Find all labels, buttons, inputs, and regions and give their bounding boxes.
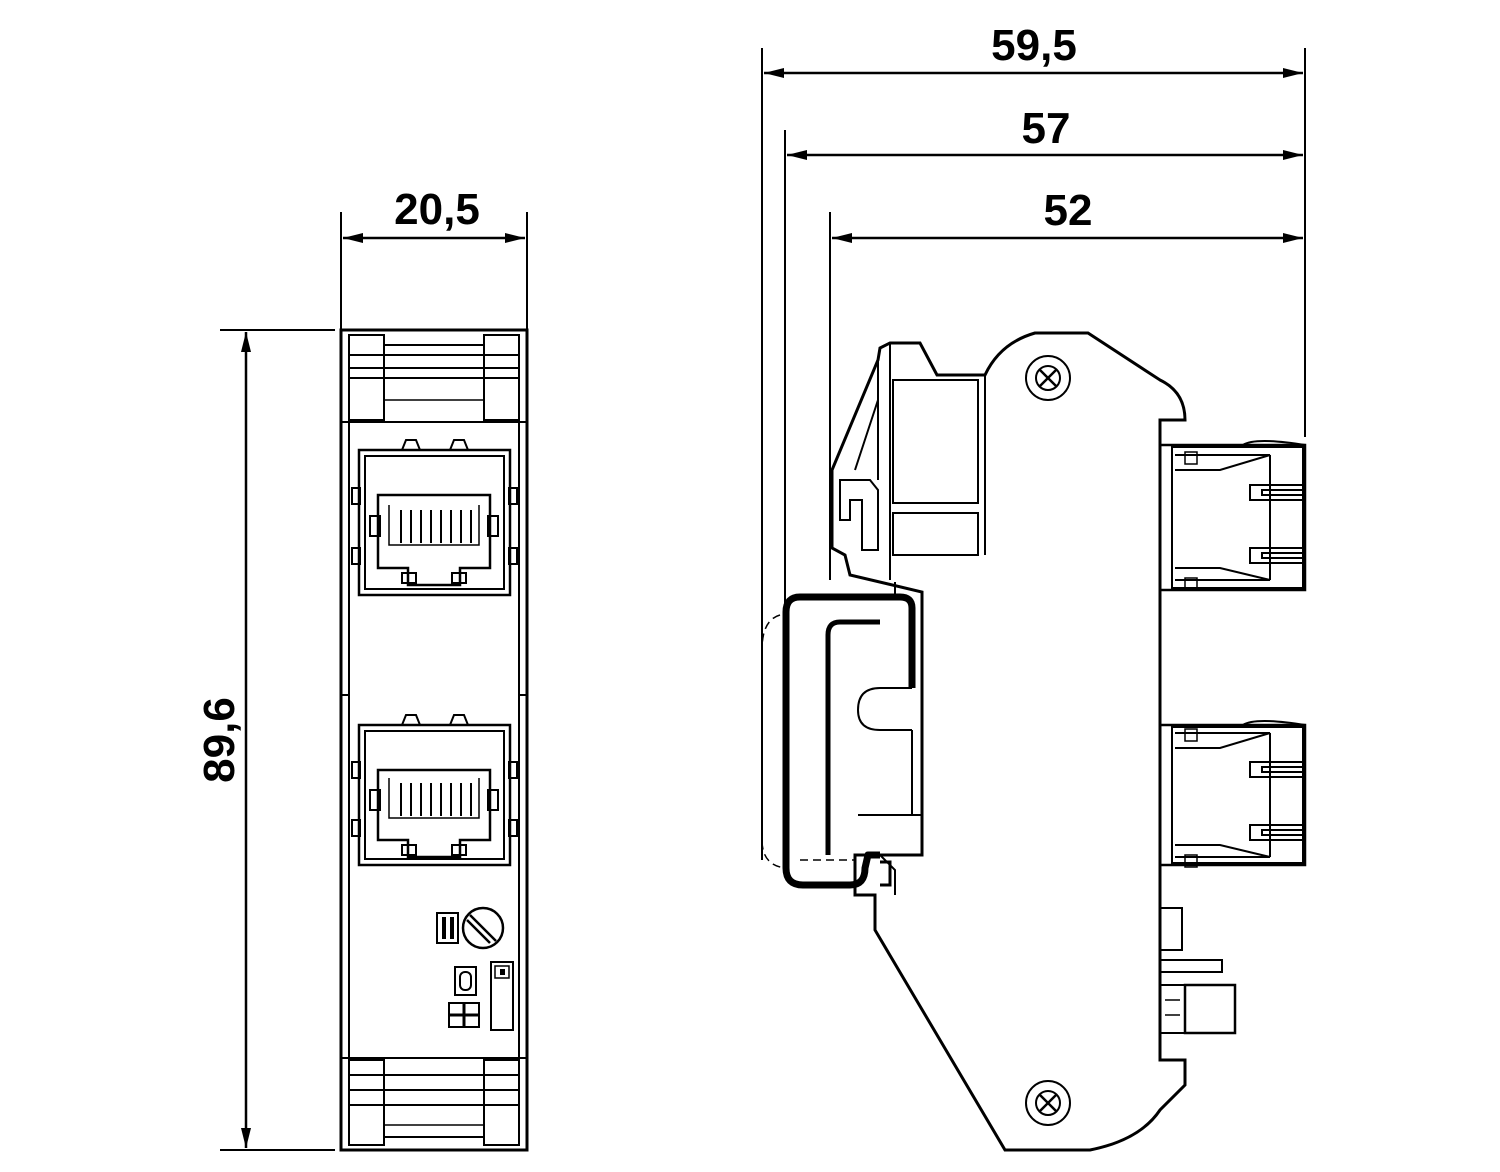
rj45-port-2 [351,714,518,867]
side-housing-outline [830,331,1187,1152]
side-upper-latch [839,343,986,580]
dip-switch-icon [490,961,514,1031]
front-bottom-latch [340,1057,528,1151]
pause-icon [436,912,459,944]
din-rail [782,582,916,889]
front-top-latch [340,329,528,423]
side-screw-bottom [1025,1080,1071,1126]
dimension-label-52: 52 [1044,186,1093,235]
side-screw-top [1025,355,1071,401]
front-view: 20,5 89,6 [195,185,529,1152]
dimension-label-59-5: 59,5 [991,21,1077,70]
front-housing [339,328,529,1152]
grid-icon [448,1002,480,1028]
dimension-width-front: 20,5 [340,185,528,330]
side-view: 59,5 57 52 [761,21,1307,1152]
dimension-depth-mid: 57 [784,104,1303,860]
din-rail-dashed [761,614,786,869]
dimension-height-front: 89,6 [195,329,335,1151]
rail-clip [856,687,922,895]
dimension-depth-body: 52 [829,186,1303,580]
dimension-depth-overall: 59,5 [761,21,1306,860]
screw-icon [461,906,505,950]
switch-zero-icon [454,966,477,996]
front-indicators [436,906,514,1031]
side-rj45-jack-1 [1158,440,1307,592]
rj45-port-1 [351,439,518,597]
dimension-label-57: 57 [1022,104,1071,153]
dimension-label-89-6: 89,6 [195,697,244,783]
side-rj45-jack-2 [1158,720,1307,868]
side-small-connector [1159,907,1237,1035]
dimension-label-20-5: 20,5 [394,185,480,234]
